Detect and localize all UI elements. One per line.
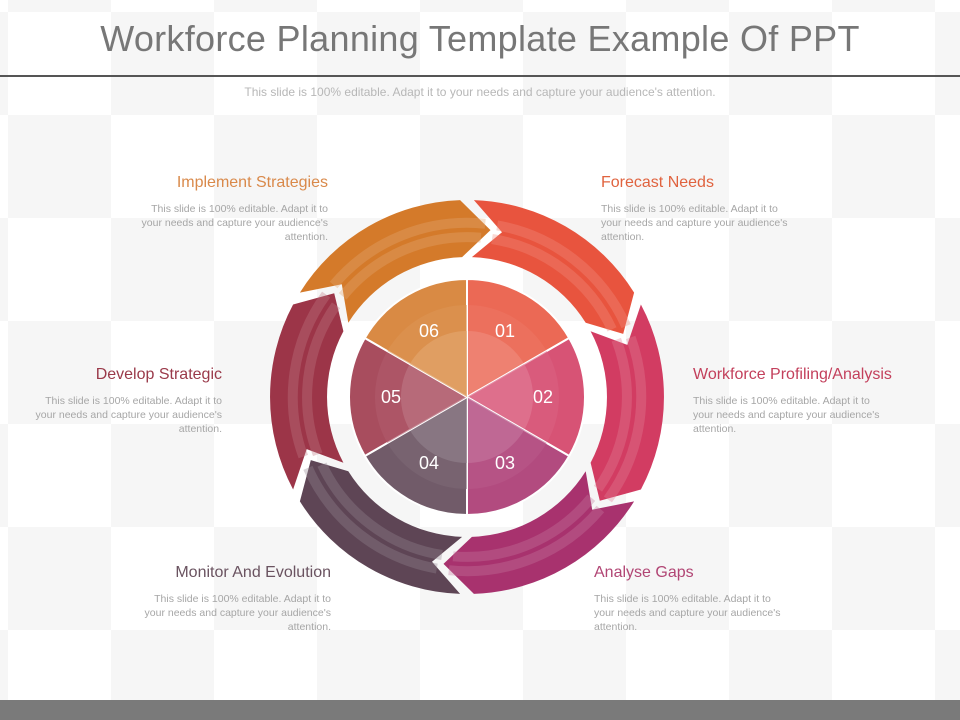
pie-wedge-ring-06-1 (409, 330, 467, 397)
arrow-band-03-0 (452, 494, 596, 562)
outer-arrow-segment-01 (471, 200, 635, 334)
arrow-band-04-1 (303, 465, 438, 574)
outer-arrow-segment-03 (443, 471, 635, 594)
desc-workforce-profiling: This slide is 100% editable. Adapt it to… (693, 395, 880, 435)
segment-number-02: 02 (533, 387, 553, 407)
slide-title: Workforce Planning Template Example Of P… (100, 18, 860, 59)
segment-number-03: 03 (495, 453, 515, 473)
heading-monitor-evolution: Monitor And Evolution (175, 564, 331, 581)
arrow-band-03-1 (448, 505, 605, 577)
pie-wedge-ring-01-1 (467, 331, 525, 397)
arrow-band-01-0 (491, 234, 617, 332)
title-divider (0, 75, 960, 77)
slide-subtitle: This slide is 100% editable. Adapt it to… (244, 85, 716, 99)
desc-analyse-gaps: This slide is 100% editable. Adapt it to… (594, 593, 781, 633)
callout-monitor-evolution: Monitor And Evolution This slide is 100%… (91, 564, 331, 634)
segment-numbers: 01 02 03 04 05 06 (381, 321, 553, 473)
callout-implement-strategies: Implement Strategies This slide is 100% … (88, 174, 328, 244)
segment-number-06: 06 (419, 321, 439, 341)
arrow-band-05-0 (302, 302, 341, 457)
arrow-band-05-1 (287, 291, 331, 459)
arrow-band-01-1 (496, 220, 631, 329)
pie-wedge-ring-02-1 (467, 364, 534, 430)
desc-monitor-evolution: This slide is 100% editable. Adapt it to… (144, 593, 331, 633)
callout-develop-strategic: Develop Strategic This slide is 100% edi… (0, 366, 222, 436)
outer-ring (270, 200, 664, 594)
inner-pie (347, 277, 587, 517)
outer-arrow-segment-04 (299, 460, 463, 594)
segment-number-05: 05 (381, 387, 401, 407)
pie-wedge-ring-05-1 (400, 364, 467, 430)
outer-arrow-segment-05 (270, 293, 344, 490)
arrow-band-06-0 (338, 232, 482, 300)
callout-analyse-gaps: Analyse Gaps This slide is 100% editable… (594, 564, 834, 634)
arrow-band-02-0 (593, 337, 632, 492)
desc-implement-strategies: This slide is 100% editable. Adapt it to… (141, 203, 328, 243)
heading-analyse-gaps: Analyse Gaps (594, 564, 694, 581)
arrow-band-02-1 (603, 335, 647, 503)
heading-develop-strategic: Develop Strategic (95, 366, 222, 383)
heading-forecast-needs: Forecast Needs (601, 174, 714, 191)
callout-forecast-needs: Forecast Needs This slide is 100% editab… (601, 174, 841, 244)
heading-implement-strategies: Implement Strategies (176, 174, 328, 191)
desc-develop-strategic: This slide is 100% editable. Adapt it to… (35, 395, 222, 435)
segment-number-04: 04 (419, 453, 439, 473)
arrow-band-04-0 (317, 462, 443, 560)
callout-workforce-profiling: Workforce Profiling/Analysis This slide … (693, 366, 933, 436)
outer-arrow-segment-02 (590, 304, 664, 501)
pie-wedge-ring-04-1 (409, 397, 467, 463)
arrow-band-06-1 (329, 217, 486, 289)
desc-forecast-needs: This slide is 100% editable. Adapt it to… (601, 203, 788, 243)
segment-number-01: 01 (495, 321, 515, 341)
heading-workforce-profiling: Workforce Profiling/Analysis (693, 366, 892, 383)
pie-wedge-ring-03-1 (467, 397, 525, 464)
footer-bar (0, 700, 960, 720)
outer-arrow-segment-06 (299, 200, 491, 323)
